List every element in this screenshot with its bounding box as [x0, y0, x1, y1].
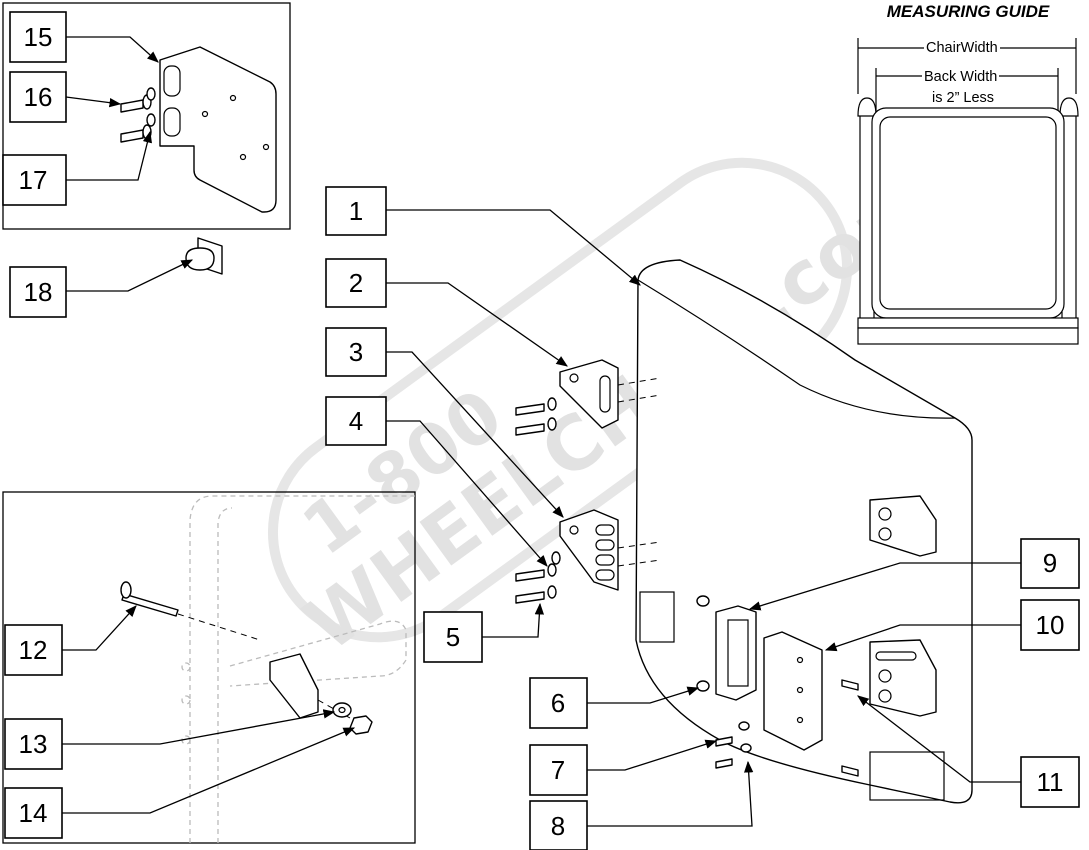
measuring-guide-drawing [857, 38, 1079, 345]
svg-text:16: 16 [24, 82, 53, 112]
callout-17: 17 [2, 154, 67, 206]
svg-text:10: 10 [1036, 610, 1065, 640]
svg-text:7: 7 [551, 755, 565, 785]
clamp-strip-9 [715, 605, 757, 701]
svg-text:2: 2 [349, 268, 363, 298]
callout-10: 10 [1020, 599, 1080, 651]
screw-17 [120, 113, 156, 143]
callout-5: 5 [423, 611, 483, 663]
plate-10 [763, 631, 823, 751]
svg-text:5: 5 [446, 622, 460, 652]
svg-text:1: 1 [349, 196, 363, 226]
callout-18: 18 [9, 266, 67, 318]
callout-14: 14 [4, 787, 63, 839]
callout-11: 11 [1020, 756, 1080, 808]
callout-8: 8 [529, 800, 588, 850]
screws-2 [515, 397, 557, 436]
callout-7: 7 [529, 744, 588, 796]
callout-2: 2 [325, 258, 387, 308]
bracket-3 [559, 509, 661, 591]
svg-text:14: 14 [19, 798, 48, 828]
svg-text:8: 8 [551, 811, 565, 841]
washer-13 [332, 702, 352, 718]
screws-11 [841, 679, 859, 777]
svg-text:3: 3 [349, 337, 363, 367]
back-width-label-line1: Back Width [922, 69, 1000, 85]
svg-text:6: 6 [551, 688, 565, 718]
callout-1: 1 [325, 186, 387, 236]
nuts-6 [696, 595, 710, 692]
callout-13: 13 [4, 718, 63, 770]
clip-18 [185, 237, 223, 275]
inset-frame-top-left [2, 2, 291, 230]
svg-text:15: 15 [24, 22, 53, 52]
chair-width-label: ChairWidth [924, 40, 1000, 56]
bracket-12 [269, 653, 351, 719]
svg-text:12: 12 [19, 635, 48, 665]
callout-15: 15 [9, 11, 67, 63]
callout-3: 3 [325, 327, 387, 377]
svg-text:18: 18 [24, 277, 53, 307]
svg-text:13: 13 [19, 729, 48, 759]
callout-6: 6 [529, 677, 588, 729]
screws-7-8 [715, 721, 752, 769]
svg-text:9: 9 [1043, 548, 1057, 578]
mounted-bracket-lower [869, 639, 937, 717]
measuring-guide-title: MEASURING GUIDE [886, 2, 1050, 21]
screw-16 [120, 87, 156, 113]
svg-text:11: 11 [1037, 767, 1064, 797]
back-width-label-line2: is 2” Less [930, 90, 997, 106]
callout-12: 12 [4, 624, 63, 676]
leader-lines [62, 36, 1021, 827]
wheelchair-frame-outline [181, 495, 415, 843]
mounted-bracket-upper [869, 495, 937, 557]
callout-4: 4 [325, 396, 387, 446]
bracket-2 [559, 359, 661, 429]
callout-16: 16 [9, 71, 67, 123]
svg-text:17: 17 [19, 165, 48, 195]
svg-text:4: 4 [349, 406, 363, 436]
callout-9: 9 [1020, 538, 1080, 589]
inset-frame-lower-left [2, 491, 416, 844]
adapter-plate-15 [159, 46, 277, 213]
screws-4-5 [515, 551, 561, 604]
bolt-12 [120, 581, 261, 641]
nut-14 [349, 715, 373, 735]
